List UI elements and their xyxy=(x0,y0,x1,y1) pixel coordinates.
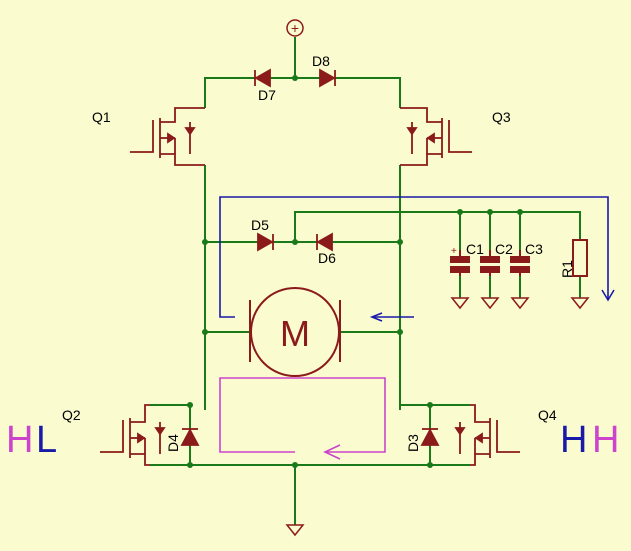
label-c2: C2 xyxy=(495,241,513,257)
current-path-magenta xyxy=(219,377,386,460)
left-state-first: H xyxy=(6,419,33,461)
wires xyxy=(150,37,581,525)
label-c1: C1 xyxy=(466,241,484,257)
junction-dots xyxy=(187,75,523,468)
mosfet-q4 xyxy=(454,404,520,466)
label-d4: D4 xyxy=(165,434,181,452)
c1-polarity: + xyxy=(451,246,457,257)
component-labels: Q1 Q3 Q2 Q4 D7 D8 D5 D6 C1 C2 C3 R1 D4 D… xyxy=(62,53,575,452)
label-d5: D5 xyxy=(251,217,269,233)
current-path-blue xyxy=(219,196,615,322)
capacitors xyxy=(450,256,530,273)
mosfet-q1 xyxy=(130,107,205,166)
label-c3: C3 xyxy=(525,241,543,257)
label-q1: Q1 xyxy=(92,109,111,125)
svg-text:M: M xyxy=(280,313,310,354)
right-state: H H xyxy=(560,419,619,461)
label-q2: Q2 xyxy=(62,407,81,423)
label-d6: D6 xyxy=(318,250,336,266)
ground-symbols xyxy=(285,297,590,537)
label-d8: D8 xyxy=(312,53,330,69)
label-q4: Q4 xyxy=(538,407,557,423)
motor: M xyxy=(249,287,341,377)
mosfet-q2 xyxy=(100,404,166,466)
mosfet-q3 xyxy=(400,107,472,166)
right-state-second: H xyxy=(592,419,619,461)
diodes xyxy=(180,68,440,446)
resistor-r1 xyxy=(572,239,588,277)
right-state-first: H xyxy=(560,419,587,461)
label-d7: D7 xyxy=(258,87,276,103)
label-d3: D3 xyxy=(405,434,421,452)
label-r1: R1 xyxy=(559,260,575,278)
supply-terminal: + xyxy=(286,19,304,37)
left-state: H L xyxy=(6,419,57,461)
svg-text:+: + xyxy=(291,20,299,36)
label-q3: Q3 xyxy=(492,109,511,125)
left-state-second: L xyxy=(36,419,57,461)
